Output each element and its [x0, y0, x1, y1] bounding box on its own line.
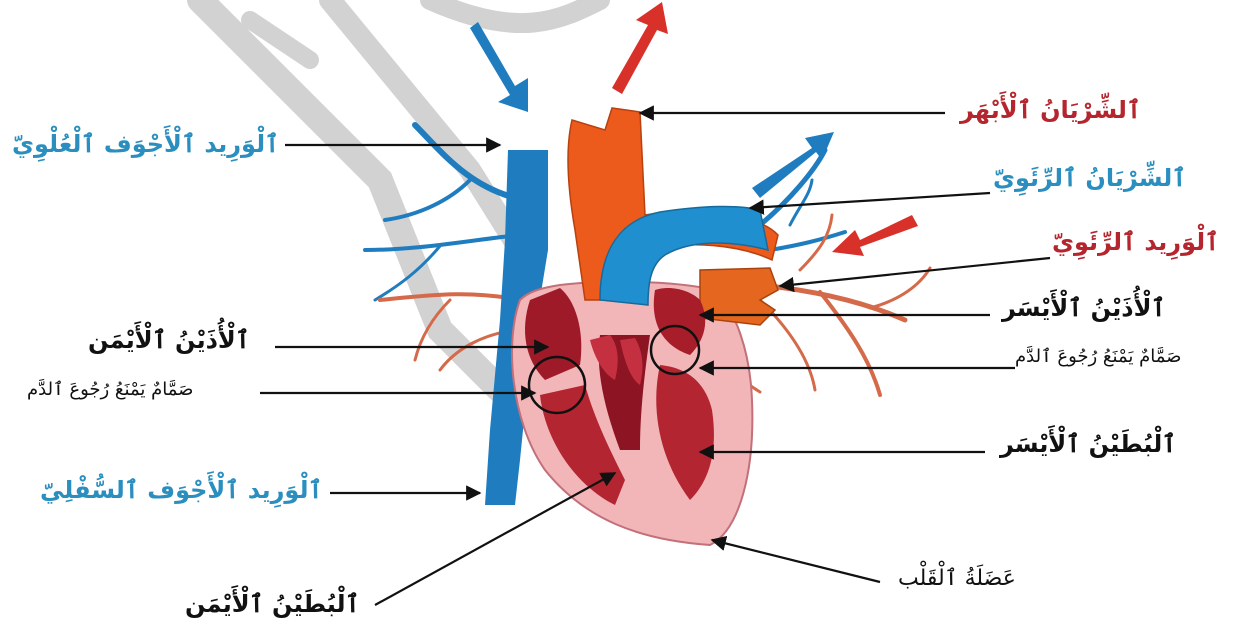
label-left-atrium: ٱلْأُذَيْنُ ٱلْأَيْسَر	[1002, 294, 1166, 322]
label-right-atrium: ٱلْأُذَيْنُ ٱلْأَيْمَن	[88, 326, 250, 354]
label-superior-vena-cava: ٱلْوَرِيد ٱلْأَجْوَف ٱلْعُلْوِيّ	[12, 130, 279, 158]
label-left-ventricle: ٱلْبُطَيْنُ ٱلْأَيْسَر	[1000, 430, 1176, 458]
leader-pulmonary-vein	[780, 258, 1050, 286]
leader-heart-muscle	[712, 540, 880, 582]
label-valve-left: صَمَّامٌ يَمْنَعُ رُجُوعَ ٱلدَّم	[1015, 346, 1181, 367]
label-pulmonary-vein: ٱلْوَرِيد ٱلرِّئَوِيّ	[1052, 228, 1219, 256]
blue-arrow-into-vena-cava	[470, 22, 528, 112]
label-heart-muscle: عَضَلَةُ ٱلْقَلْب	[898, 566, 1016, 591]
red-arrow-out-of-aorta	[612, 2, 668, 94]
blue-arrow-out-pulmonary-artery	[752, 132, 834, 198]
label-inferior-vena-cava: ٱلْوَرِيد ٱلْأَجْوَف ٱلسُّفْلِيّ	[40, 476, 323, 504]
pulmonary-veins	[700, 268, 778, 325]
red-arrow-into-pulmonary-vein	[832, 215, 918, 256]
label-right-ventricle: ٱلْبُطَيْنُ ٱلْأَيْمَن	[185, 590, 360, 618]
label-aorta: ٱلشِّرْيَانُ ٱلْأَبْهَر	[960, 96, 1141, 124]
label-pulmonary-artery: ٱلشِّرْيَانُ ٱلرِّئَوِيّ	[993, 164, 1186, 192]
label-valve-right: صَمَّامٌ يَمْنَعُ رُجُوعَ ٱلدَّم	[27, 379, 193, 400]
